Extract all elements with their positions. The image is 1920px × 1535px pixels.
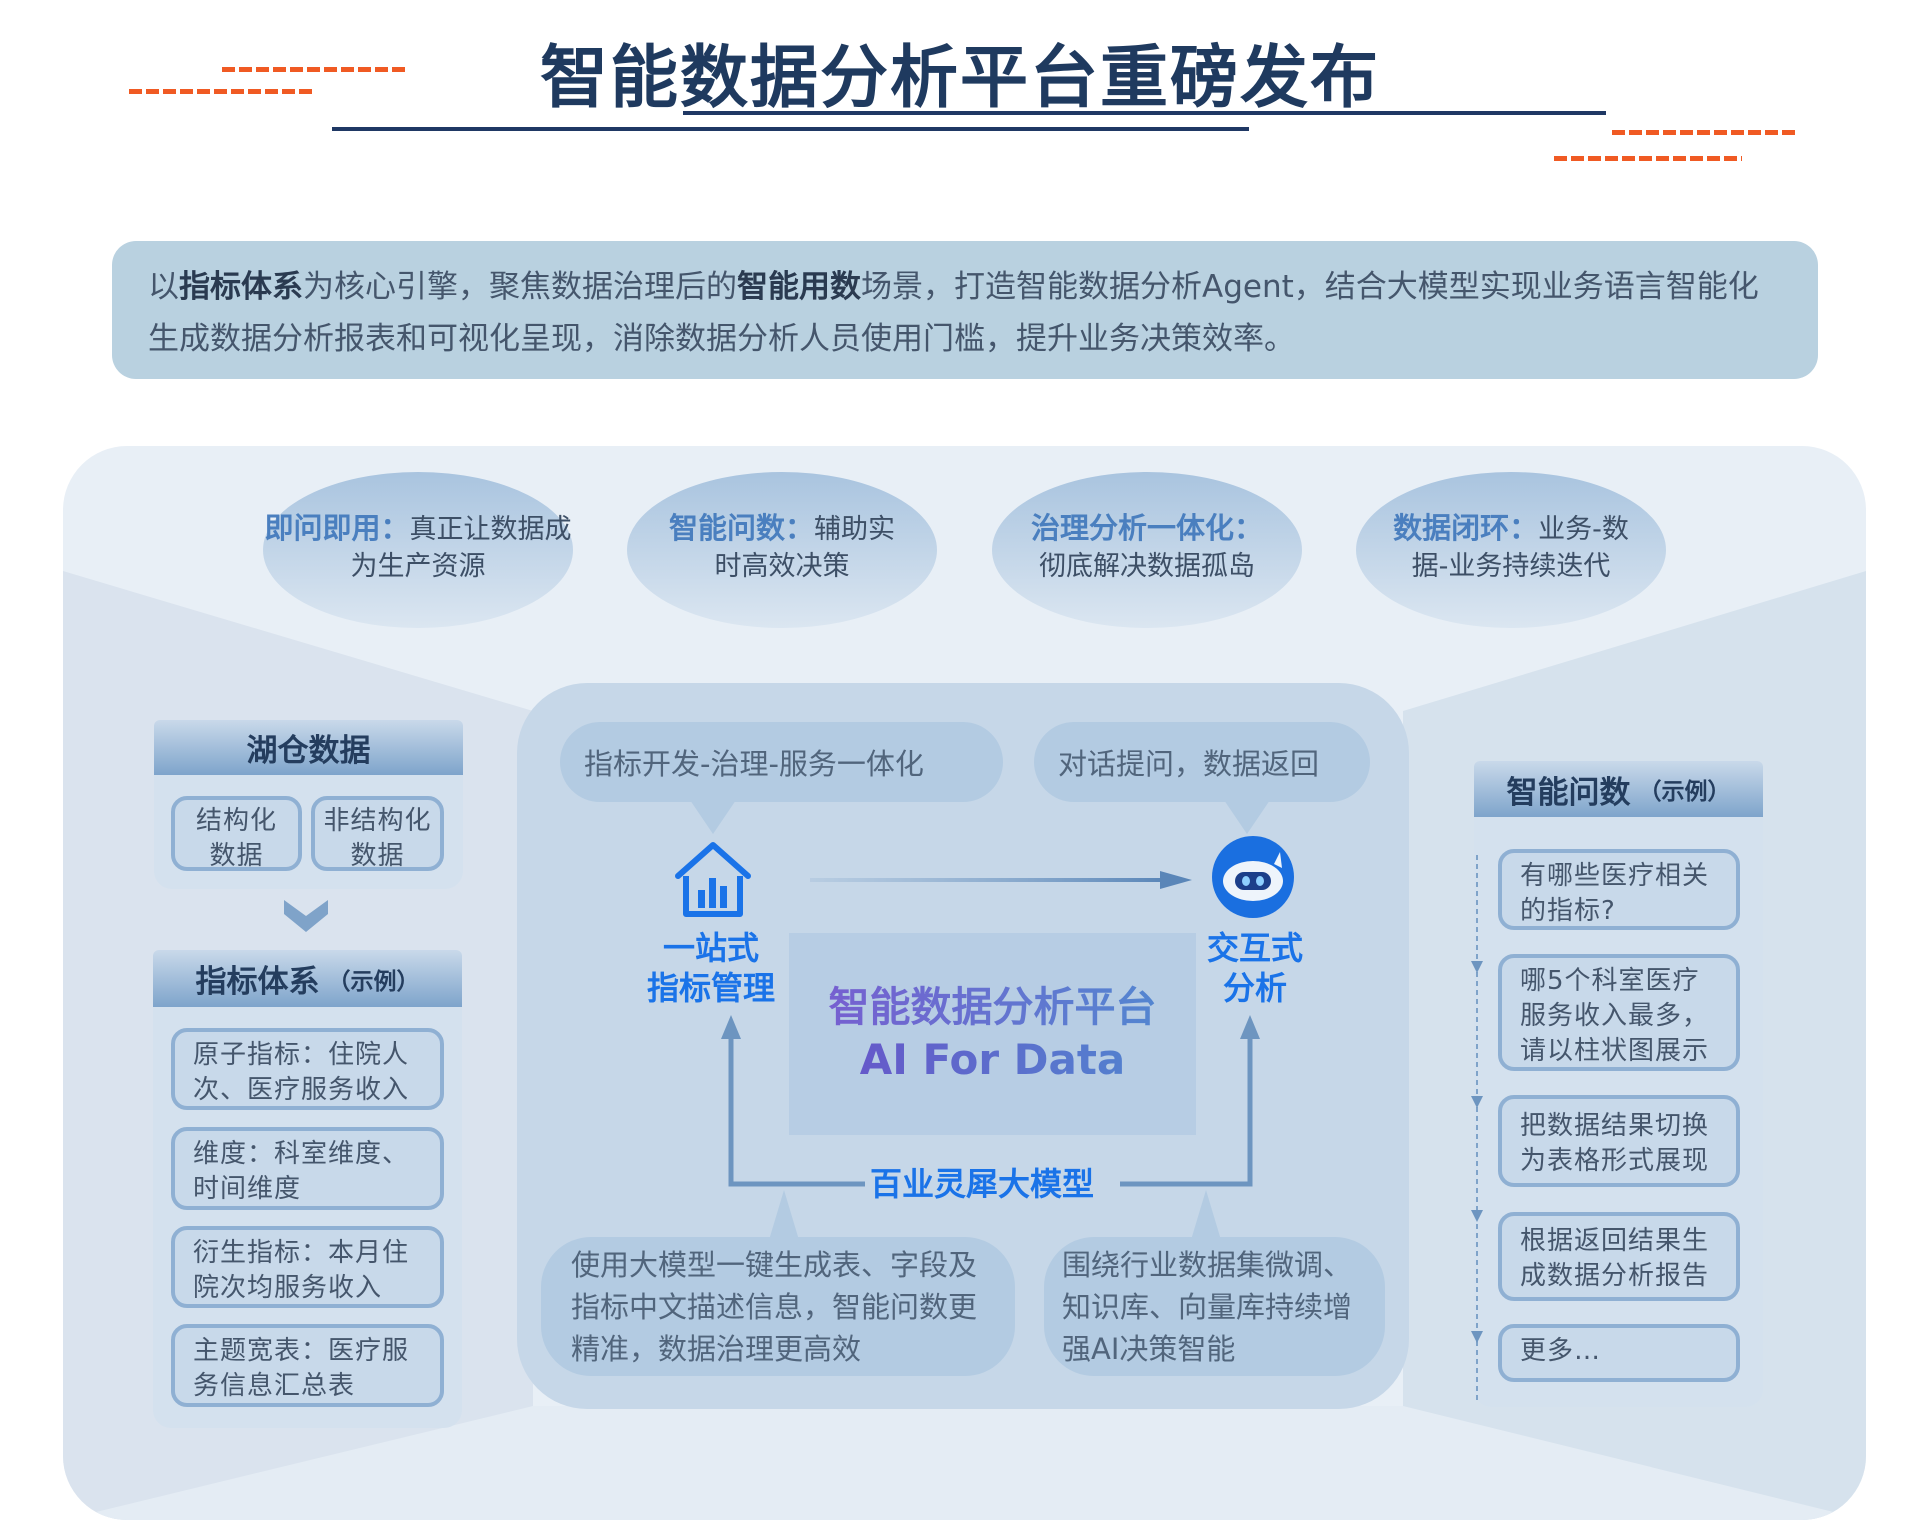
ask-note: （示例） bbox=[1638, 779, 1731, 805]
one-stop-metrics-label: 一站式指标管理 bbox=[631, 928, 791, 1008]
lake-header: 湖仓数据 bbox=[154, 720, 463, 775]
intro-text: 为核心引擎，聚焦数据治理后的 bbox=[303, 269, 737, 305]
feature-oval: 即问即用：真正让数据成为生产资源 bbox=[263, 472, 573, 628]
intro-bold: 指标体系 bbox=[179, 269, 303, 305]
feature-oval: 智能问数：辅助实时高效决策 bbox=[627, 472, 937, 628]
model-loop-arrows bbox=[721, 1015, 1260, 1187]
intro-text: 场景，打造智能数据分析Agent，结合大模型实现业务语言智能化生成数据分析报表和… bbox=[148, 269, 1759, 357]
lake-item: 结构化数据 bbox=[171, 796, 302, 871]
feature-title: 即问即用： bbox=[264, 511, 410, 545]
platform-subtitle: AI For Data bbox=[789, 1033, 1196, 1087]
label-line: 一站式 bbox=[662, 929, 759, 967]
metric-item: 原子指标：住院人次、医疗服务收入 bbox=[171, 1028, 444, 1110]
decor-dash bbox=[1554, 156, 1742, 161]
lake-header-text: 湖仓数据 bbox=[246, 733, 371, 769]
intro-box: 以指标体系为核心引擎，聚焦数据治理后的智能用数场景，打造智能数据分析Agent，… bbox=[112, 241, 1818, 379]
house-chart-icon bbox=[675, 842, 751, 917]
title-underline bbox=[683, 111, 1606, 115]
label-line: 指标管理 bbox=[646, 969, 775, 1007]
intro-text: 以 bbox=[148, 269, 179, 305]
arrow-right bbox=[810, 871, 1192, 889]
bubble-pointer bbox=[769, 1190, 799, 1240]
platform-title: 智能数据分析平台 bbox=[789, 981, 1196, 1033]
feature-title: 治理分析一体化： bbox=[1030, 511, 1263, 545]
robot-icon bbox=[1212, 836, 1294, 918]
feature-text: 辅助实时高效决策 bbox=[714, 514, 896, 582]
metrics-header: 指标体系 （示例） bbox=[153, 950, 462, 1007]
ask-header-text: 智能问数 bbox=[1506, 774, 1631, 811]
label-line: 交互式 bbox=[1206, 929, 1303, 967]
chevron-down-icon bbox=[284, 900, 328, 932]
feature-text: 业务-数据-业务持续迭代 bbox=[1411, 514, 1629, 582]
feature-text: 真正让数据成为生产资源 bbox=[350, 514, 572, 582]
feature-title: 智能问数： bbox=[668, 511, 814, 545]
bubble-pointer bbox=[1191, 1190, 1221, 1240]
model-label: 百业灵犀大模型 bbox=[869, 1165, 1094, 1203]
decor-dash bbox=[129, 89, 314, 94]
label-line: 分析 bbox=[1222, 969, 1287, 1007]
bottom-bubble-left: 使用大模型一键生成表、字段及指标中文描述信息，智能问数更精准，数据治理更高效 bbox=[541, 1237, 1015, 1376]
feature-oval: 数据闭环：业务-数据-业务持续迭代 bbox=[1356, 472, 1666, 628]
platform-box: 智能数据分析平台 AI For Data bbox=[789, 933, 1196, 1135]
question-item: 把数据结果切换为表格形式展现 bbox=[1498, 1095, 1740, 1187]
question-item-more: 更多… bbox=[1498, 1324, 1740, 1382]
flow-dashed-line bbox=[1471, 855, 1483, 1403]
bubble-pointer bbox=[690, 800, 736, 834]
question-item: 哪5个科室医疗服务收入最多，请以柱状图展示 bbox=[1498, 954, 1740, 1071]
feature-title: 数据闭环： bbox=[1393, 511, 1539, 545]
bottom-bubble-right: 围绕行业数据集微调、知识库、向量库持续增强AI决策智能 bbox=[1044, 1237, 1385, 1376]
decor-dash bbox=[1612, 130, 1797, 135]
speech-bubble-right: 对话提问，数据返回 bbox=[1034, 722, 1370, 802]
title-underline bbox=[332, 127, 1249, 131]
interactive-analysis-label: 交互式分析 bbox=[1175, 928, 1335, 1008]
feature-oval: 治理分析一体化： 彻底解决数据孤岛 bbox=[992, 472, 1302, 628]
intro-bold: 智能用数 bbox=[737, 269, 861, 305]
page-title: 智能数据分析平台重磅发布 bbox=[539, 39, 1380, 118]
decor-dash bbox=[222, 67, 406, 72]
bubble-pointer bbox=[1224, 800, 1270, 834]
metric-item: 维度：科室维度、时间维度 bbox=[171, 1127, 444, 1210]
feature-text: 彻底解决数据孤岛 bbox=[1039, 551, 1255, 582]
lake-item: 非结构化数据 bbox=[311, 796, 444, 871]
metrics-header-text: 指标体系 bbox=[195, 964, 320, 1000]
question-item: 根据返回结果生成数据分析报告 bbox=[1498, 1212, 1740, 1301]
metric-item: 主题宽表：医疗服务信息汇总表 bbox=[171, 1324, 444, 1407]
metrics-note: （示例） bbox=[327, 968, 420, 995]
question-item: 有哪些医疗相关的指标? bbox=[1498, 849, 1740, 930]
metric-item: 衍生指标：本月住院次均服务收入 bbox=[171, 1226, 444, 1308]
ask-header: 智能问数 （示例） bbox=[1474, 761, 1763, 817]
speech-bubble-left: 指标开发-治理-服务一体化 bbox=[560, 722, 1003, 802]
